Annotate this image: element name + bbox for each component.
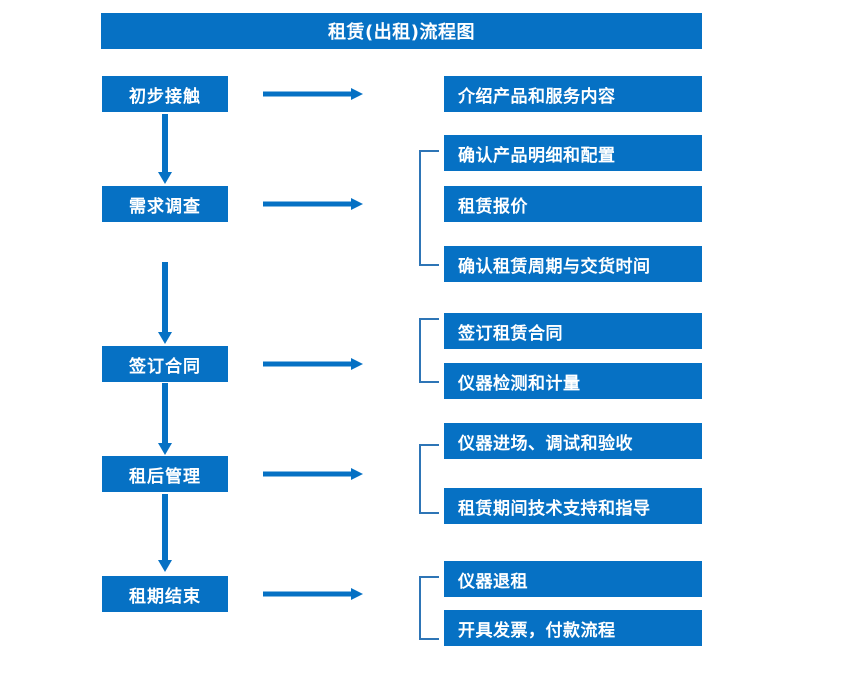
arrow-right-4 — [263, 468, 363, 480]
group-bracket-5 — [419, 576, 439, 640]
stage-box-4[interactable]: 租后管理 — [102, 456, 228, 492]
stage-box-1[interactable]: 初步接触 — [102, 76, 228, 112]
arrow-down-1 — [158, 114, 172, 184]
stage-box-3[interactable]: 签订合同 — [102, 346, 228, 382]
detail-box-7[interactable]: 仪器进场、调试和验收 — [444, 423, 702, 459]
stage-box-2[interactable]: 需求调查 — [102, 186, 228, 222]
arrow-down-2 — [158, 262, 172, 344]
detail-box-5[interactable]: 签订租赁合同 — [444, 313, 702, 349]
detail-box-1[interactable]: 介绍产品和服务内容 — [444, 76, 702, 112]
detail-box-9[interactable]: 仪器退租 — [444, 561, 702, 597]
stage-box-5[interactable]: 租期结束 — [102, 576, 228, 612]
detail-box-10[interactable]: 开具发票，付款流程 — [444, 610, 702, 646]
group-bracket-3 — [419, 318, 439, 383]
detail-box-2[interactable]: 确认产品明细和配置 — [444, 135, 702, 171]
detail-box-4[interactable]: 确认租赁周期与交货时间 — [444, 246, 702, 282]
group-bracket-2 — [419, 150, 439, 266]
arrow-right-2 — [263, 198, 363, 210]
arrow-down-3 — [158, 383, 172, 455]
arrow-down-4 — [158, 494, 172, 572]
arrow-right-1 — [263, 88, 363, 100]
arrow-right-3 — [263, 358, 363, 370]
group-bracket-4 — [419, 444, 439, 514]
page-title: 租赁(出租)流程图 — [101, 13, 702, 49]
detail-box-3[interactable]: 租赁报价 — [444, 186, 702, 222]
detail-box-6[interactable]: 仪器检测和计量 — [444, 363, 702, 399]
arrow-right-5 — [263, 588, 363, 600]
detail-box-8[interactable]: 租赁期间技术支持和指导 — [444, 488, 702, 524]
